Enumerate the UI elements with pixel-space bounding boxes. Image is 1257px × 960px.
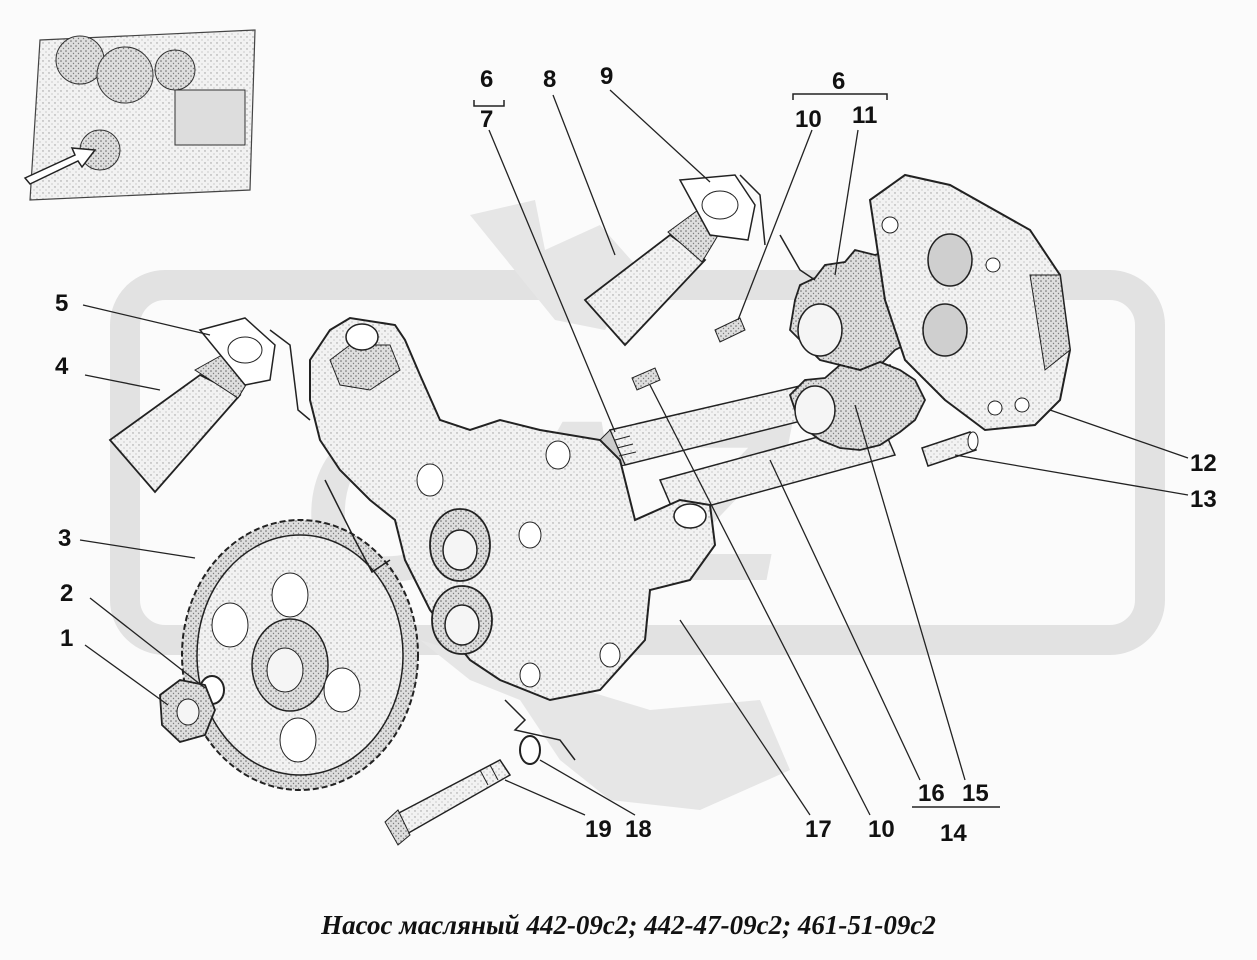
callout-15: 15 [962, 780, 989, 807]
pump-cover [868, 173, 1072, 432]
location-arrow-icon [23, 147, 97, 185]
dowel-pin [921, 431, 979, 467]
callout-7: 7 [480, 106, 494, 133]
callout-14: 14 [940, 820, 967, 847]
callout-16: 16 [918, 780, 945, 807]
mounting-bolt [384, 759, 512, 846]
pump-housing [309, 316, 717, 702]
callout-6-top: 6 [480, 66, 494, 93]
callout-12: 12 [1190, 450, 1217, 477]
pump-gear-lower [788, 361, 927, 451]
callout-9: 9 [600, 63, 614, 90]
callout-10-top: 10 [795, 106, 822, 133]
callout-8: 8 [543, 66, 557, 93]
diagram-caption: Насос масляный 442-09с2; 442-47-09с2; 46… [321, 910, 936, 940]
callout-10-bottom: 10 [868, 816, 895, 843]
hex-nut [159, 679, 216, 744]
key-lower [631, 367, 661, 391]
engine-location-inset [23, 29, 256, 201]
callout-2: 2 [60, 580, 74, 607]
callout-6-group: 6 [832, 68, 846, 95]
spring-washer [519, 735, 541, 765]
break-lines [269, 174, 816, 761]
callout-brackets [473, 93, 1000, 808]
callout-19: 19 [585, 816, 612, 843]
callout-11: 11 [852, 102, 878, 129]
callout-13: 13 [1190, 486, 1217, 513]
callout-4: 4 [55, 353, 69, 380]
key-upper [714, 317, 746, 343]
callout-18: 18 [625, 816, 652, 843]
relief-valve-plug-right [583, 174, 756, 347]
relief-valve-plug-left [108, 317, 276, 494]
callout-17: 17 [805, 816, 832, 843]
drive-gear [181, 519, 419, 791]
leader-lines [79, 89, 1189, 816]
callout-3: 3 [58, 525, 72, 552]
callout-5: 5 [55, 290, 69, 317]
callout-1: 1 [60, 625, 74, 652]
